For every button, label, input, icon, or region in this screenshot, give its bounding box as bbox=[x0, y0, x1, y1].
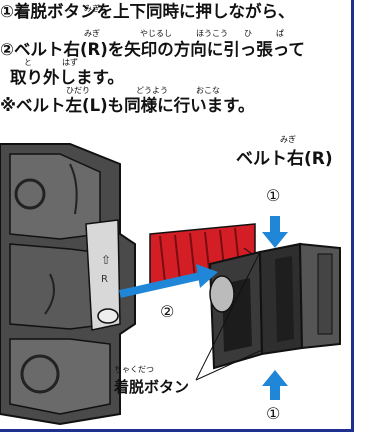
leader-line-top bbox=[195, 251, 261, 381]
ruby-hi: ひ bbox=[244, 29, 252, 38]
attach-button-label: 着脱ボタン bbox=[114, 378, 190, 396]
ruby-migi: みぎ bbox=[84, 4, 100, 13]
ruby-chakudatsu: ちゃくだつ bbox=[114, 365, 154, 374]
svg-text:⇧: ⇧ bbox=[101, 253, 111, 267]
belt-right-label: みぎ ベルト右(R) bbox=[236, 135, 333, 169]
belt-right-module bbox=[208, 242, 341, 370]
ruby-douyou: どうよう bbox=[136, 86, 168, 95]
belt-buckle-plate: ⇧ R bbox=[85, 219, 121, 331]
instruction-line-4: ※ベルト左(L)も同様に行います。 bbox=[0, 96, 255, 115]
leader-line-belt bbox=[243, 247, 253, 255]
press-arrow-bottom bbox=[262, 370, 288, 400]
ruby-to: と bbox=[24, 58, 32, 67]
ruby-okona: おこな bbox=[196, 86, 220, 95]
step-1-top-marker: ① bbox=[266, 186, 281, 205]
instruction-line-3: 取り外します。 bbox=[10, 68, 124, 87]
step-1-bottom-marker: ① bbox=[266, 404, 281, 423]
ruby-hidari: ひだり bbox=[66, 86, 90, 95]
step-2-marker: ② bbox=[160, 302, 175, 321]
svg-text:R: R bbox=[101, 274, 108, 285]
ruby-yajirushi: やじるし bbox=[140, 29, 172, 38]
belt-removal-illustration: ⇧ R bbox=[0, 143, 341, 426]
page-frame bbox=[0, 0, 354, 432]
ruby-migi-2: みぎ bbox=[84, 29, 100, 38]
ruby-ha: ぱ bbox=[276, 29, 284, 38]
device-body bbox=[0, 143, 136, 426]
leader-line-bottom bbox=[195, 349, 263, 381]
ruby-hazu: はず bbox=[62, 58, 78, 67]
ruby-migi-label: みぎ bbox=[280, 135, 296, 144]
pull-direction-arrow bbox=[119, 264, 218, 298]
instruction-line-2: ②ベルト右(R)を矢印の方向に引っ張って bbox=[0, 40, 305, 59]
press-arrow-top bbox=[262, 216, 288, 248]
instruction-line-1: ①着脱ボタンを上下同時に押しながら、 bbox=[0, 2, 295, 21]
ruby-houkou: ほうこう bbox=[196, 29, 228, 38]
